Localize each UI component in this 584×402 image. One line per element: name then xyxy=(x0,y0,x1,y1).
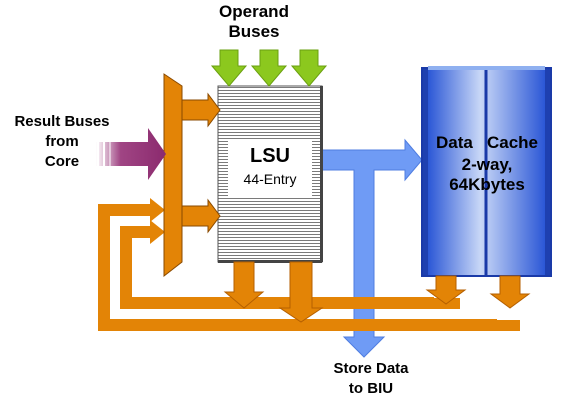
store-data-line-1: Store Data xyxy=(333,360,409,377)
operand-buses-line-1: Operand xyxy=(219,2,289,21)
data-cache-title: Data Cache xyxy=(435,133,539,152)
result-buses-line-3: Core xyxy=(44,153,80,170)
mux-to-lsu-arrows xyxy=(181,92,221,234)
data-cache-ways: 2-way, xyxy=(461,155,513,174)
store-data-arrow xyxy=(321,138,423,358)
data-cache-size: 64Kbytes xyxy=(449,175,525,194)
mux-block xyxy=(163,73,183,278)
data-cache-subtitle: 2-way, 64Kbytes xyxy=(424,155,550,195)
lsu-title: LSU xyxy=(250,145,290,167)
store-data-label: Store Data to BIU xyxy=(318,359,424,399)
cache-output-arrows xyxy=(425,275,531,309)
lsu-block xyxy=(217,85,323,263)
data-cache-block xyxy=(421,66,552,277)
lsu-label-box xyxy=(228,140,312,196)
result-bus-arrow xyxy=(96,128,166,180)
store-data-line-2: to BIU xyxy=(348,380,394,397)
result-buses-label: Result Buses from Core xyxy=(0,112,124,172)
operand-buses-line-2: Buses xyxy=(228,22,280,41)
result-buses-line-2: from xyxy=(45,133,79,150)
lsu-entries-label: 44-Entry xyxy=(243,171,297,187)
operand-buses-label: Operand Buses xyxy=(206,2,302,42)
result-bus-loops xyxy=(98,198,520,331)
operand-bus-arrows xyxy=(210,49,328,87)
result-buses-line-1: Result Buses xyxy=(14,113,110,130)
lsu-output-arrows xyxy=(223,261,324,323)
